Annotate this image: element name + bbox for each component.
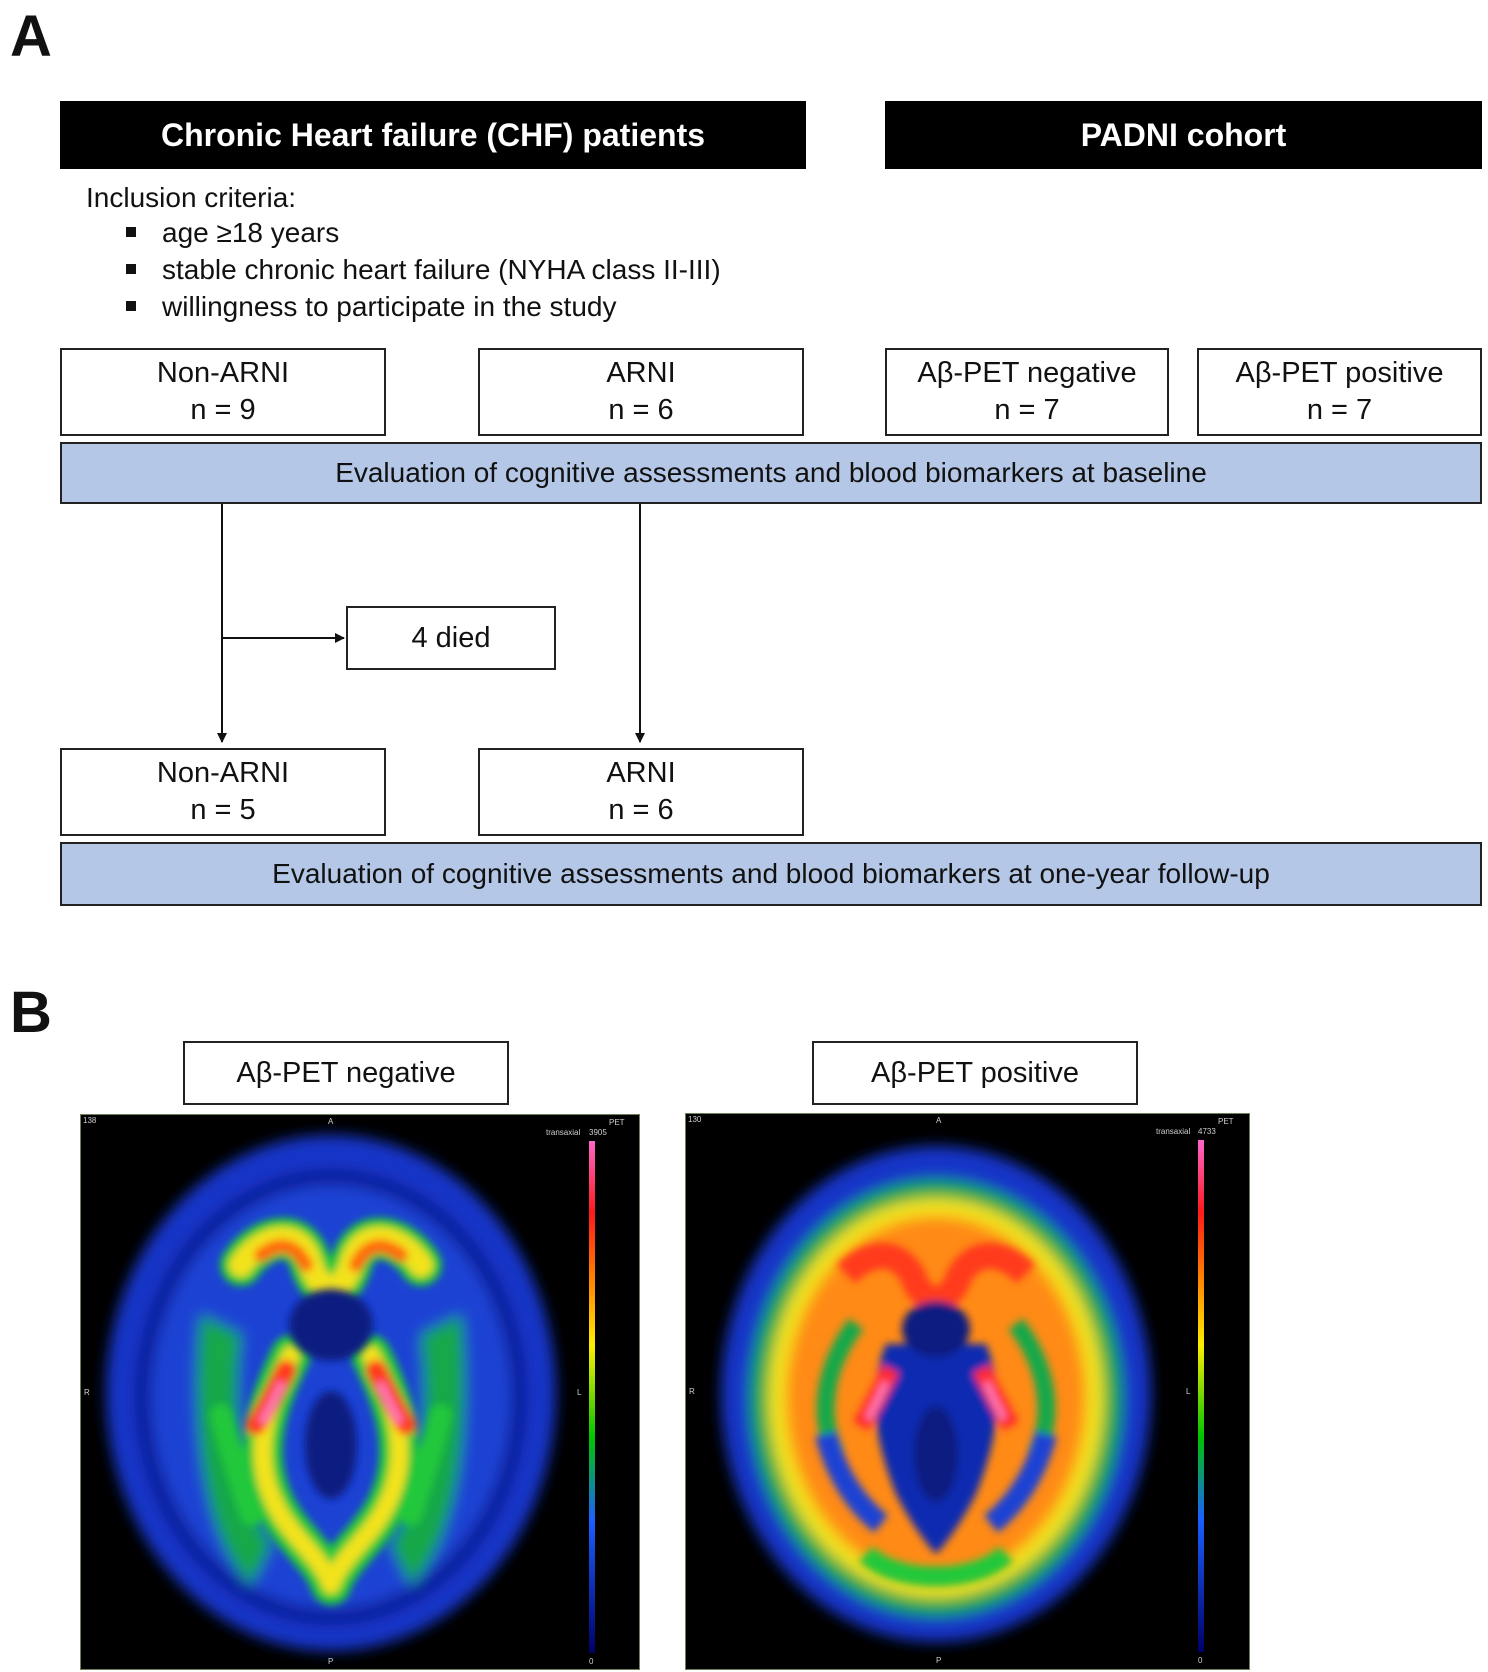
bullet-icon [126, 264, 136, 274]
pet-scan-positive: 130 A P R L transaxial PET 4733 0 [685, 1113, 1250, 1670]
pet-positive-label: Aβ-PET positive [812, 1041, 1138, 1105]
followup-evaluation: Evaluation of cognitive assessments and … [60, 842, 1482, 906]
inclusion-criteria: Inclusion criteria: age ≥18 years stable… [86, 182, 721, 325]
flow-connectors [217, 504, 645, 743]
pet-positive-view: transaxial [1156, 1127, 1191, 1136]
pet-negative-orient-l: L [577, 1388, 582, 1397]
pet-negative-view: transaxial [546, 1128, 581, 1137]
chf-header: Chronic Heart failure (CHF) patients [60, 101, 806, 169]
died-box: 4 died [346, 606, 556, 670]
group-pet-positive: Aβ-PET positive n = 7 [1197, 348, 1482, 436]
group-non-arni-baseline: Non-ARNI n = 9 [60, 348, 386, 436]
baseline-evaluation: Evaluation of cognitive assessments and … [60, 442, 1482, 504]
pet-negative-orient-r: R [84, 1388, 90, 1397]
inclusion-title: Inclusion criteria: [86, 182, 297, 213]
pet-positive-orient-r: R [689, 1387, 695, 1396]
bullet-icon [126, 227, 136, 237]
pet-negative-max: 3905 [589, 1128, 607, 1137]
group-non-arni-followup: Non-ARNI n = 5 [60, 748, 386, 836]
pet-scan-negative: 138 A P R L transaxial PET 3905 0 [80, 1114, 640, 1670]
pet-positive-colorbar [1198, 1140, 1204, 1652]
inclusion-list: age ≥18 years stable chronic heart failu… [126, 214, 721, 325]
pet-negative-colorbar [589, 1141, 595, 1653]
pet-positive-orient-l: L [1186, 1387, 1191, 1396]
pet-positive-min: 0 [1198, 1656, 1203, 1665]
group-pet-negative: Aβ-PET negative n = 7 [885, 348, 1169, 436]
pet-negative-image [106, 1135, 556, 1651]
inclusion-item: willingness to participate in the study [126, 288, 721, 325]
bullet-icon [126, 301, 136, 311]
pet-negative-orient-a: A [328, 1117, 334, 1126]
pet-negative-colorbar-title: PET [609, 1118, 625, 1127]
inclusion-item: stable chronic heart failure (NYHA class… [126, 251, 721, 288]
group-arni-followup: ARNI n = 6 [478, 748, 804, 836]
pet-positive-colorbar-title: PET [1218, 1117, 1234, 1126]
pet-positive-orient-p: P [936, 1656, 942, 1665]
pet-negative-label: Aβ-PET negative [183, 1041, 509, 1105]
pet-positive-slice: 130 [688, 1115, 702, 1124]
pet-negative-orient-p: P [328, 1657, 334, 1666]
group-arni-baseline: ARNI n = 6 [478, 348, 804, 436]
panel-a-letter: A [10, 4, 52, 69]
pet-positive-orient-a: A [936, 1116, 942, 1125]
inclusion-item: age ≥18 years [126, 214, 721, 251]
panel-b-letter: B [10, 980, 52, 1045]
pet-negative-min: 0 [589, 1657, 594, 1666]
padni-header: PADNI cohort [885, 101, 1482, 169]
pet-positive-max: 4733 [1198, 1127, 1216, 1136]
pet-positive-image [721, 1146, 1151, 1642]
pet-negative-slice: 138 [83, 1116, 97, 1125]
